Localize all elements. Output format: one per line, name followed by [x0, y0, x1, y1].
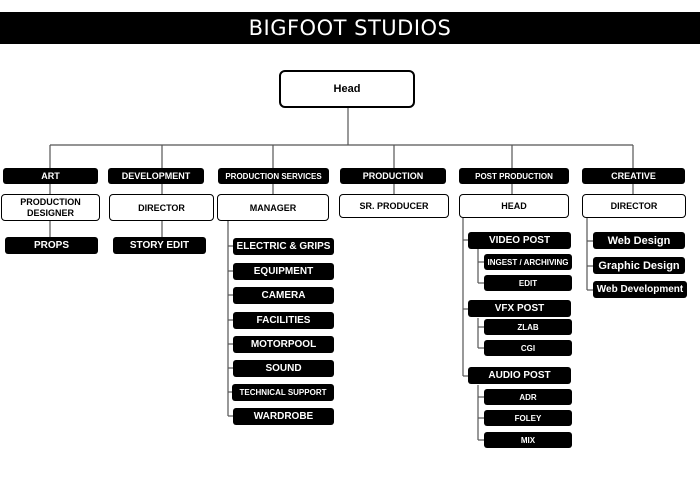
vfx-post-unit-cgi: CGI: [484, 340, 572, 356]
production-services-unit-sound: SOUND: [233, 360, 334, 377]
chart-title: BIGFOOT STUDIOS: [0, 12, 700, 44]
audio-post-unit-foley: FOLEY: [484, 410, 572, 426]
production-services-unit-wardrobe: WARDROBE: [233, 408, 334, 425]
production-services-unit-technical-support: TECHNICAL SUPPORT: [232, 384, 334, 401]
post-group-vfx-post: VFX POST: [468, 300, 571, 317]
art-lead-node: PRODUCTION DESIGNER: [1, 194, 100, 221]
dept-art-header: ART: [3, 168, 98, 184]
creative-lead-node: DIRECTOR: [582, 194, 686, 218]
creative-unit-graphic-design: Graphic Design: [593, 257, 685, 274]
vfx-post-unit-zlab: ZLAB: [484, 319, 572, 335]
post-group-audio-post: AUDIO POST: [468, 367, 571, 384]
post-production-lead-node: HEAD: [459, 194, 569, 218]
head-node: Head: [279, 70, 415, 108]
creative-unit-web-development: Web Development: [593, 281, 687, 298]
dept-production-services-header: PRODUCTION SERVICES: [218, 168, 329, 184]
development-lead-node: DIRECTOR: [109, 194, 214, 221]
production-services-lead-node: MANAGER: [217, 194, 329, 221]
audio-post-unit-adr: ADR: [484, 389, 572, 405]
development-unit-story-edit: STORY EDIT: [113, 237, 206, 254]
production-services-unit-motorpool: MOTORPOOL: [233, 336, 334, 353]
post-group-video-post: VIDEO POST: [468, 232, 571, 249]
video-post-unit-ingest-archiving: INGEST / ARCHIVING: [484, 254, 572, 270]
creative-unit-web-design: Web Design: [593, 232, 685, 249]
production-services-unit-facilities: FACILITIES: [233, 312, 334, 329]
dept-creative-header: CREATIVE: [582, 168, 685, 184]
art-unit-props: PROPS: [5, 237, 98, 254]
dept-post-production-header: POST PRODUCTION: [459, 168, 569, 184]
production-services-unit-camera: CAMERA: [233, 287, 334, 304]
production-services-unit-equipment: EQUIPMENT: [233, 263, 334, 280]
production-lead-node: SR. PRODUCER: [339, 194, 449, 218]
video-post-unit-edit: EDIT: [484, 275, 572, 291]
dept-development-header: DEVELOPMENT: [108, 168, 204, 184]
audio-post-unit-mix: MIX: [484, 432, 572, 448]
production-services-unit-electric-grips: ELECTRIC & GRIPS: [233, 238, 334, 255]
dept-production-header: PRODUCTION: [340, 168, 446, 184]
